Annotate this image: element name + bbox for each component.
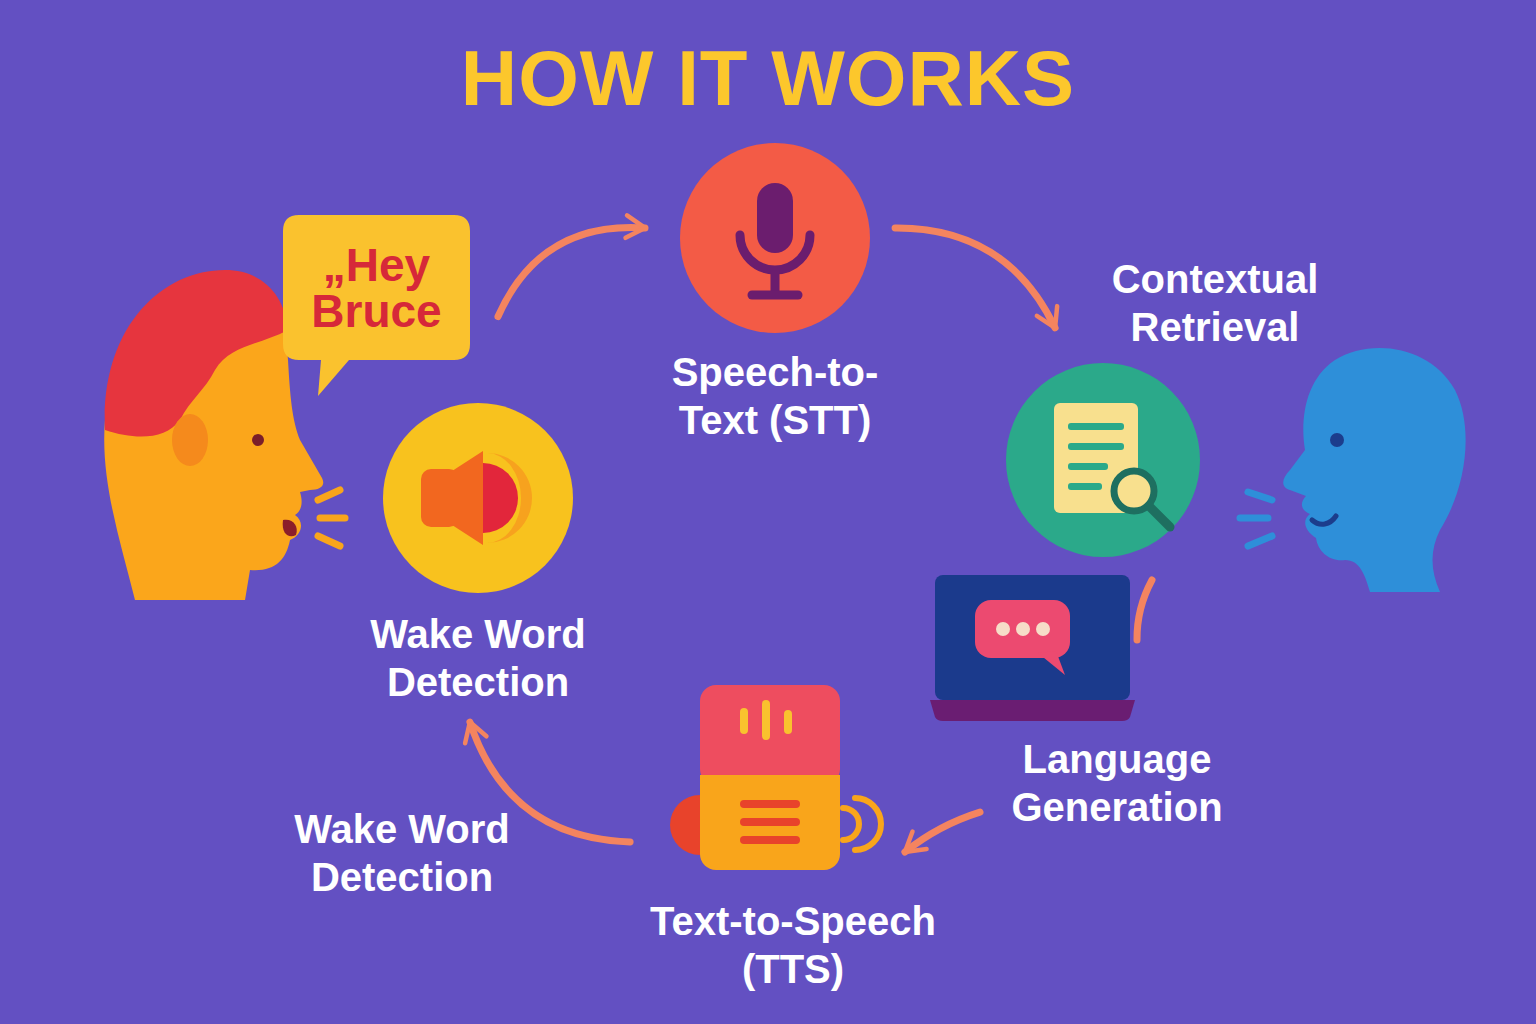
svg-rect [700, 775, 840, 791]
svg-rect [975, 600, 1070, 658]
svg-rect [762, 700, 770, 740]
generation-node: Language Generation [925, 575, 1245, 835]
sound-line [1240, 515, 1268, 522]
svg-path [487, 453, 532, 543]
svg-rect [740, 708, 748, 734]
node-label: Text-to-Speech (TTS) [628, 897, 958, 993]
ear [172, 414, 208, 466]
svg-rect [1068, 443, 1124, 450]
svg-line [1149, 506, 1170, 527]
flow-arrow [895, 228, 1055, 328]
speaker-icon [383, 403, 573, 593]
hair [105, 270, 288, 437]
smile [1312, 516, 1336, 524]
svg-path [1038, 651, 1065, 675]
svg-path [670, 795, 700, 855]
svg-rect [700, 685, 840, 785]
assistant-head [1240, 348, 1466, 592]
sound-lines [318, 490, 345, 546]
svg-circle [1036, 622, 1050, 636]
svg-line [752, 291, 798, 300]
svg-circle [1006, 363, 1200, 557]
flow-arrow [1137, 580, 1152, 640]
repeat-label: Wake Word Detection [232, 805, 572, 901]
svg-rect [740, 836, 800, 844]
eye [252, 434, 264, 446]
svg-path [740, 235, 810, 270]
sound-lines [1240, 492, 1272, 546]
svg-rect [1068, 423, 1124, 430]
wake-word-node: Wake Word Detection [348, 400, 608, 700]
flow-arrow [905, 812, 980, 852]
svg-rect [784, 710, 792, 734]
laptop-icon [930, 575, 1140, 725]
svg-path [483, 463, 518, 533]
svg-path [449, 451, 483, 545]
svg-path [283, 215, 470, 396]
sound-line [318, 536, 340, 546]
svg-circle [996, 622, 1010, 636]
node-label: Contextual Retrieval [1085, 255, 1345, 351]
eye [1330, 433, 1344, 447]
svg-rect [935, 575, 1130, 700]
svg-path [930, 700, 1135, 721]
svg-circle [383, 403, 573, 593]
sound-line [1248, 492, 1272, 500]
flow-arrow [498, 227, 645, 316]
svg-line [771, 270, 780, 293]
diagram-title: HOW IT WORKS [0, 36, 1536, 122]
sound-line [318, 490, 340, 500]
node-label: Speech-to- Text (STT) [645, 348, 905, 444]
stt-node: Speech-to- Text (STT) [645, 140, 905, 440]
mouth [283, 520, 297, 537]
sound-line [320, 515, 345, 522]
svg-rect [757, 183, 793, 253]
node-label: Wake Word Detection [348, 610, 608, 706]
document-search-icon [1006, 363, 1200, 557]
node-label: Language Generation [989, 735, 1245, 831]
svg-rect [740, 800, 800, 808]
microphone-icon [680, 143, 870, 333]
speech-bubble: „Hey Bruce [283, 215, 470, 360]
face [1283, 348, 1465, 592]
svg-rect [1068, 483, 1102, 490]
svg-rect [1068, 463, 1108, 470]
tts-icon [655, 680, 890, 875]
svg-path [855, 798, 881, 850]
svg-rect [700, 775, 840, 870]
svg-circle [680, 143, 870, 333]
svg-path [843, 808, 859, 840]
svg-circle [1016, 622, 1030, 636]
tts-node: Text-to-Speech (TTS) [620, 675, 970, 990]
sound-line [1248, 536, 1272, 546]
retrieval-node: Contextual Retrieval [1000, 255, 1340, 560]
svg-rect [740, 818, 800, 826]
bubble-text: „Hey Bruce [283, 215, 470, 360]
bubble-line: „Hey Bruce [295, 242, 458, 334]
